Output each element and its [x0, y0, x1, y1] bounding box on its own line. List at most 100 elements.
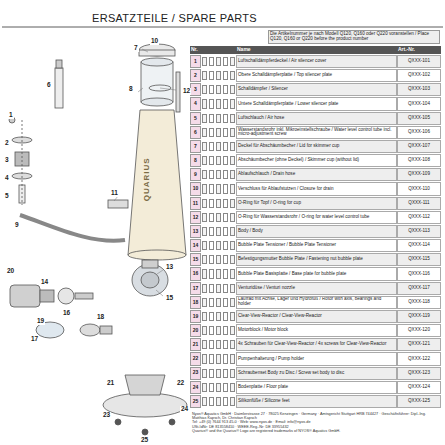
- model-checkbox: [230, 241, 235, 250]
- header-note: Die Artikelnummer je nach Modell Q120, Q…: [268, 30, 440, 44]
- part-number: 18: [190, 296, 201, 309]
- model-checkbox: [223, 85, 228, 94]
- part-number: 20: [190, 324, 201, 337]
- part-name: Luftschalldämpferdeckel / Air silencer c…: [236, 55, 397, 68]
- model-checkbox: [230, 397, 235, 406]
- part-number: 7: [190, 140, 201, 153]
- model-checkbox: [202, 71, 207, 80]
- model-checkbox: [209, 369, 214, 378]
- part-number: 11: [190, 197, 201, 210]
- article-number: QXXX-107: [397, 140, 441, 153]
- model-checkbox: [202, 241, 207, 250]
- model-checkbox: [202, 85, 207, 94]
- model-checkbox: [209, 383, 214, 392]
- model-checkbox: [209, 71, 214, 80]
- article-number: QXXX-119: [397, 310, 441, 323]
- part-name: Venturidüse / Venturi nozzle: [236, 282, 397, 295]
- model-checkbox: [209, 354, 214, 363]
- model-checkbox: [230, 340, 235, 349]
- part-name: 4x Schrauben für Clear-View-Reactor / 4x…: [236, 338, 397, 351]
- part-name: Obere Schalldämpferplatte / Top silencer…: [236, 69, 397, 82]
- part-name: Wasserstandsrohr inkl. Mikroeinstellschr…: [236, 126, 397, 139]
- article-number: QXXX-125: [397, 395, 441, 408]
- callout-number: 1: [8, 112, 14, 119]
- model-checkbox: [202, 369, 207, 378]
- part-name: Schalldämpfer / Silencer: [236, 83, 397, 96]
- model-checkbox: [216, 284, 221, 293]
- model-checkbox: [216, 340, 221, 349]
- callout-number: 24: [180, 406, 189, 413]
- model-checkbox: [202, 354, 207, 363]
- model-checkbox: [209, 85, 214, 94]
- article-number: QXXX-123: [397, 367, 441, 380]
- part-name: Bodenplatte / Floor plate: [236, 381, 397, 394]
- model-checkbox: [223, 326, 228, 335]
- part-name: Bubble Plate Tensioner / Bubble Plate Te…: [236, 239, 397, 252]
- part-name: Luftschlauch / Air hose: [236, 112, 397, 125]
- model-checkbox: [223, 142, 228, 151]
- model-checkbox: [216, 85, 221, 94]
- footer-line: Quarius® and the Quarius® Logo are regis…: [192, 429, 440, 433]
- model-checkbox: [209, 170, 214, 179]
- part-name: Pumpenhalterung / Pump holder: [236, 352, 397, 365]
- callout-number: 8: [128, 86, 134, 93]
- article-number: QXXX-118: [397, 296, 441, 309]
- model-checkbox: [230, 213, 235, 222]
- part-number: 15: [190, 253, 201, 266]
- model-checkbox: [223, 156, 228, 165]
- model-checkbox: [209, 298, 214, 307]
- part-number: 2: [190, 69, 201, 82]
- article-number: QXXX-104: [397, 97, 441, 110]
- model-checkbox: [209, 255, 214, 264]
- model-checkbox: [216, 397, 221, 406]
- article-number: QXXX-103: [397, 83, 441, 96]
- article-number: QXXX-121: [397, 338, 441, 351]
- model-checkbox: [230, 269, 235, 278]
- model-checkbox: [216, 142, 221, 151]
- model-checkbox: [209, 128, 214, 137]
- model-checkbox: [216, 354, 221, 363]
- footer: Nyos® Aquatics GmbH · Daimlerstrasse 27 …: [192, 412, 440, 433]
- footer-line: Nyos® Aquatics GmbH · Daimlerstrasse 27 …: [192, 412, 440, 420]
- article-number: QXXX-111: [397, 197, 441, 210]
- model-checkbox: [230, 114, 235, 123]
- callout-number: 22: [176, 380, 185, 387]
- callout-number: 20: [6, 268, 15, 275]
- model-checkbox: [230, 227, 235, 236]
- part-name: Verschluss für Ablaufstutzen / Closure f…: [236, 182, 397, 195]
- table-header: Art.-Nr.: [397, 46, 441, 54]
- model-checkbox: [202, 298, 207, 307]
- model-checkbox: [216, 312, 221, 321]
- model-checkbox: [223, 298, 228, 307]
- part-name: Bubble Plate Basisplatte / Base plate fo…: [236, 267, 397, 280]
- callout-number: 4: [4, 175, 10, 182]
- article-number: QXXX-117: [397, 282, 441, 295]
- callout-number: 12: [182, 88, 191, 95]
- model-checkbox: [230, 85, 235, 94]
- callout-number: 11: [110, 190, 119, 197]
- article-number: QXXX-101: [397, 55, 441, 68]
- part-name: Schraubenset Body zu Disc / Screw set bo…: [236, 367, 397, 380]
- model-checkbox: [223, 397, 228, 406]
- article-number: QXXX-109: [397, 168, 441, 181]
- model-checkbox: [216, 241, 221, 250]
- article-number: QXXX-102: [397, 69, 441, 82]
- article-number: QXXX-124: [397, 381, 441, 394]
- model-checkbox: [209, 142, 214, 151]
- model-checkbox: [202, 269, 207, 278]
- callout-number: 25: [140, 437, 149, 444]
- model-checkbox: [230, 199, 235, 208]
- model-checkbox: [202, 340, 207, 349]
- part-number: 4: [190, 97, 201, 110]
- callout-number: 18: [96, 314, 105, 321]
- model-checkbox: [216, 227, 221, 236]
- callout-number: 15: [165, 295, 174, 302]
- model-checkbox: [216, 383, 221, 392]
- model-checkbox: [209, 284, 214, 293]
- model-checkbox: [230, 170, 235, 179]
- article-number: QXXX-105: [397, 112, 441, 125]
- model-checkbox: [223, 114, 228, 123]
- model-checkbox: [223, 71, 228, 80]
- model-checkbox: [223, 213, 228, 222]
- callout-number: 2: [4, 140, 10, 147]
